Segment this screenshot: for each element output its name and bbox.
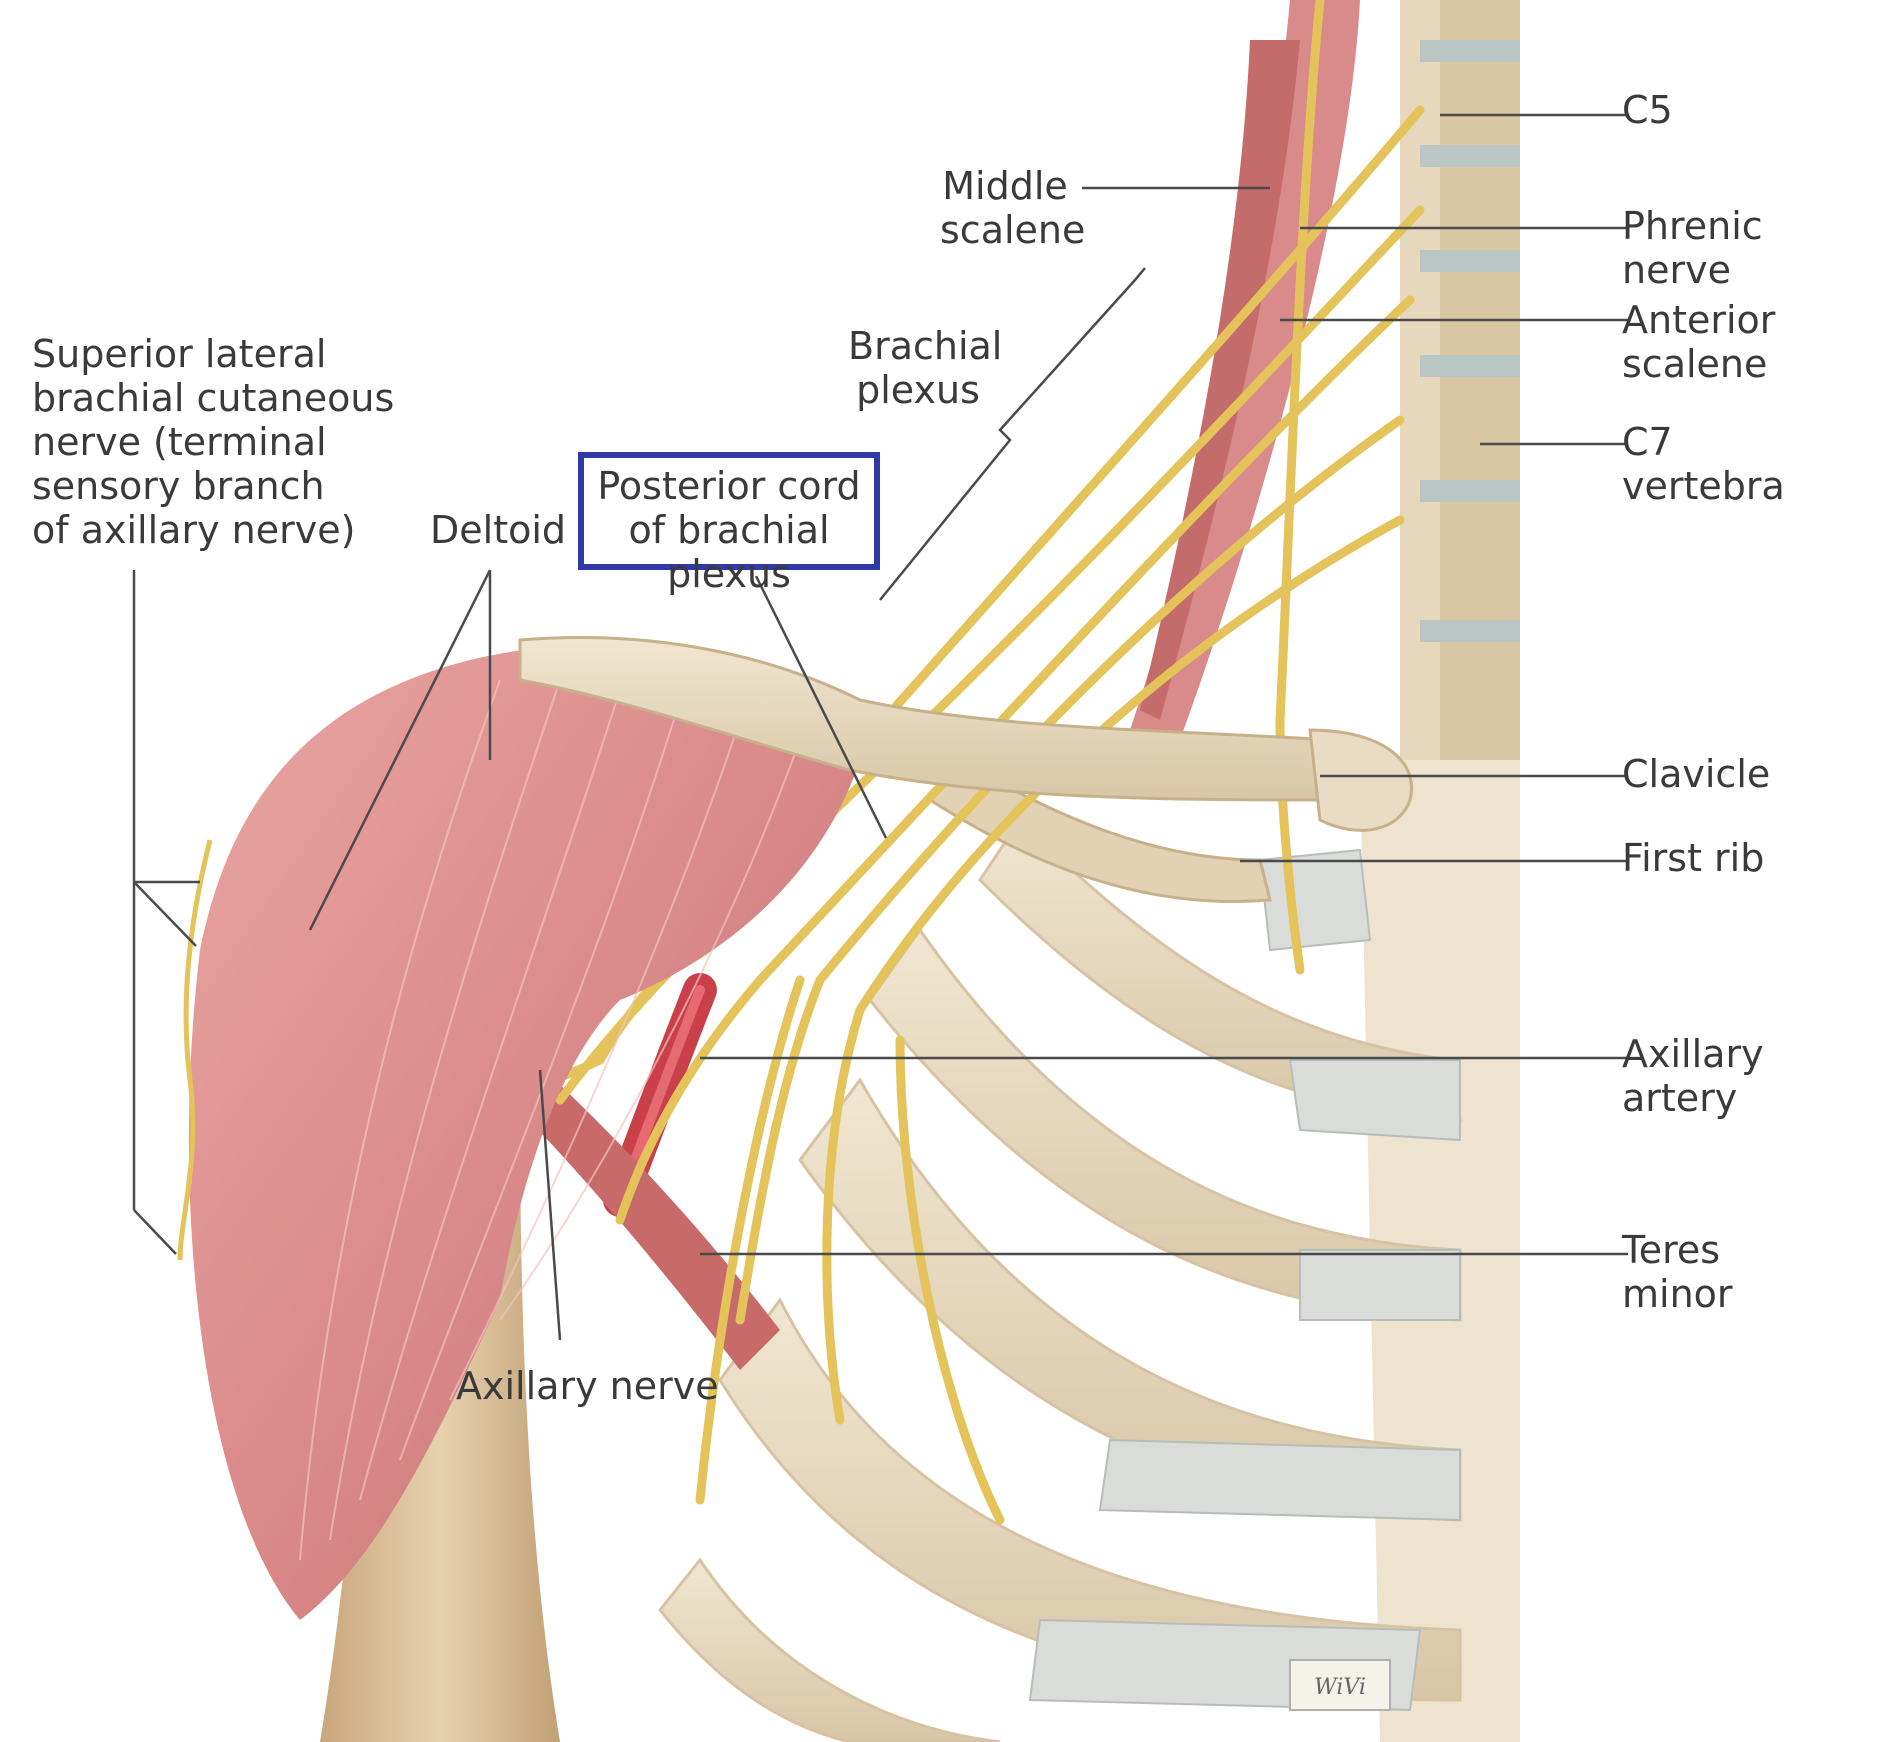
label-deltoid: Deltoid: [430, 508, 567, 552]
label-c7-vertebra: C7 vertebra: [1622, 420, 1785, 508]
leader-lines: [132, 113, 1628, 1341]
label-axillary-artery: Axillary artery: [1622, 1032, 1764, 1120]
label-axillary-nerve: Axillary nerve: [456, 1364, 719, 1408]
highlight-box: [578, 452, 880, 570]
sternoclavicular-end: [1308, 728, 1413, 832]
cutaneous-nerve: [177, 839, 213, 1261]
label-middle-scalene: Middle scalene: [940, 164, 1086, 252]
teres-minor: [490, 1030, 780, 1370]
artist-signature: WiVi: [1289, 1659, 1391, 1711]
label-c5: C5: [1622, 88, 1673, 132]
deltoid-muscle: [188, 644, 860, 1620]
label-first-rib: First rib: [1622, 836, 1765, 880]
first-rib: [927, 758, 1272, 904]
brachial-plexus-nerves: [485, 0, 1425, 1525]
label-posterior-cord: Posterior cord of brachial plexus: [597, 464, 861, 596]
label-anterior-scalene: Anterior scalene: [1622, 298, 1776, 386]
label-phrenic-nerve: Phrenic nerve: [1622, 204, 1763, 292]
deltoid-fibers: [299, 679, 801, 1561]
label-teres-minor: Teres minor: [1622, 1228, 1733, 1316]
label-brachial-plexus: Brachial plexus: [848, 324, 1003, 412]
label-clavicle: Clavicle: [1622, 752, 1771, 796]
scalene-muscles: [1130, 0, 1360, 740]
label-superior-lateral-brachial-cutaneous-nerve: Superior lateral brachial cutaneous nerv…: [32, 332, 395, 552]
svg-text:WiVi: WiVi: [1314, 1675, 1366, 1700]
